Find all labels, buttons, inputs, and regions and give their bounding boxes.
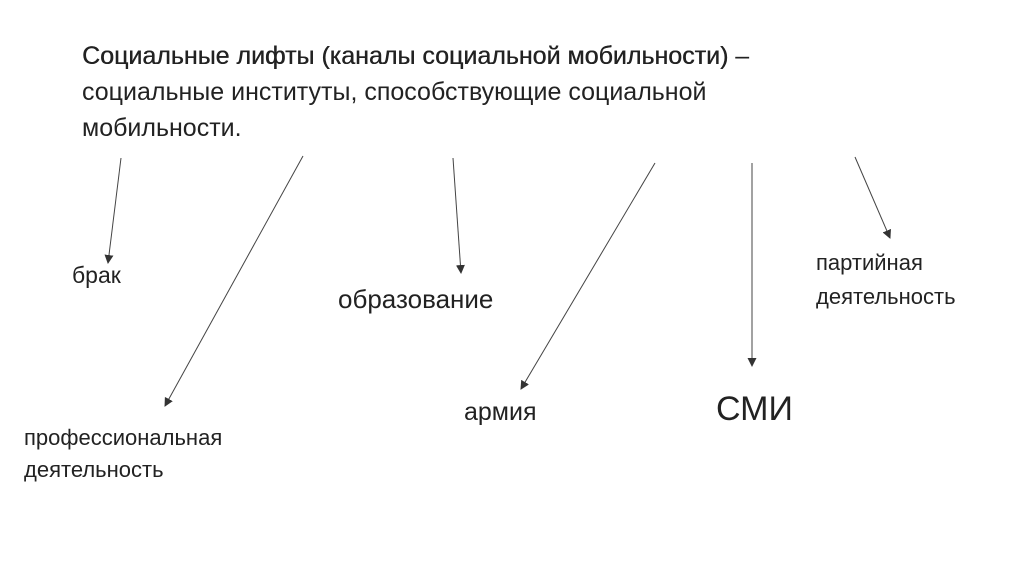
arrow-to-profession xyxy=(164,155,304,407)
label-media: СМИ xyxy=(716,390,793,428)
label-education: образование xyxy=(338,284,494,314)
arrow-to-marriage xyxy=(104,157,122,264)
definition-term: Социальные лифты (каналы социальной моби… xyxy=(82,42,729,70)
label-profession: профессиональная деятельность xyxy=(24,422,222,486)
label-party-line2: деятельность xyxy=(816,284,956,309)
arrow-to-party xyxy=(854,156,891,239)
label-army: армия xyxy=(464,398,537,426)
arrow-to-army xyxy=(520,162,656,390)
label-marriage: брак xyxy=(72,262,121,288)
label-party: партийная деятельность xyxy=(816,246,956,314)
label-party-line1: партийная xyxy=(816,250,923,275)
definition-body: – социальные институты, способствующие с… xyxy=(82,42,750,142)
arrow-to-education xyxy=(452,157,465,274)
label-profession-line1: профессиональная xyxy=(24,425,223,450)
definition-text: Социальные лифты (каналы социальной моби… xyxy=(82,38,822,146)
label-profession-line2: деятельность xyxy=(24,457,164,482)
